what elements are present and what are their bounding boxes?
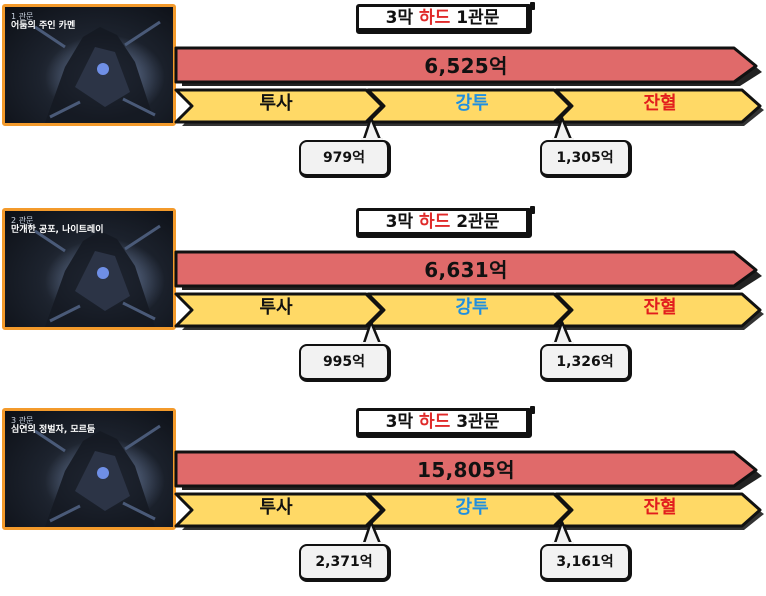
gate-title: 3막 하드 1관문 — [356, 4, 532, 34]
stage-bar — [174, 292, 764, 330]
boss-thumbnail: 3 관문 심연의 정벌자, 모르둠 — [2, 408, 176, 530]
total-hp-value: 6,631억 — [424, 258, 508, 282]
stage-label-2: 강투 — [455, 93, 489, 114]
stage-bar — [174, 88, 764, 126]
threshold-callout-1: 979억 — [299, 140, 391, 178]
thumbnail-gate-number: 1 관문 — [11, 12, 34, 21]
raid-gate-section: 3 관문 심연의 정벌자, 모르둠 3막 하드 3관문 15,805억 투사 강… — [0, 406, 766, 596]
boss-artwork-icon — [34, 20, 165, 123]
raid-gate-section: 2 관문 만개한 공포, 나이트레이 3막 하드 2관문 6,631억 투사 강… — [0, 206, 766, 396]
thumbnail-gate-number: 2 관문 — [11, 216, 34, 225]
stage-segment-1 — [174, 88, 384, 124]
title-difficulty: 하드 — [419, 412, 451, 432]
thumbnail-gate-number: 3 관문 — [11, 416, 34, 425]
stage-label-2: 강투 — [455, 497, 489, 518]
stage-label-1: 투사 — [259, 497, 293, 518]
gate-title: 3막 하드 2관문 — [356, 208, 532, 238]
total-hp-bar — [174, 46, 762, 86]
thumbnail-boss-name: 어둠의 주인 카멘 — [11, 21, 76, 31]
thumbnail-boss-name: 심연의 정벌자, 모르둠 — [11, 425, 96, 435]
stage-segment-3 — [554, 292, 762, 328]
threshold-callout-1: 995억 — [299, 344, 391, 382]
title-tab-decoration — [530, 206, 535, 214]
stage-bar — [174, 492, 764, 530]
title-gate: 2관문 — [450, 212, 500, 232]
boss-thumbnail: 2 관문 만개한 공포, 나이트레이 — [2, 208, 176, 330]
stage-label-3: 잔혈 — [643, 93, 677, 114]
stage-label-3: 잔혈 — [643, 297, 677, 318]
threshold-callout-2: 1,326억 — [540, 344, 632, 382]
stage-segment-2 — [366, 292, 572, 328]
title-gate: 3관문 — [450, 412, 500, 432]
threshold-callout-2: 1,305억 — [540, 140, 632, 178]
total-hp-value: 6,525억 — [424, 54, 508, 78]
thumbnail-boss-name: 만개한 공포, 나이트레이 — [11, 225, 104, 235]
gate-title: 3막 하드 3관문 — [356, 408, 532, 438]
title-tab-decoration — [530, 2, 535, 10]
threshold-callout-1: 2,371억 — [299, 544, 391, 582]
raid-gate-section: 1 관문 어둠의 주인 카멘 3막 하드 1관문 6,525억 투사 강투 잔혈… — [0, 2, 766, 192]
boss-artwork-icon — [34, 224, 165, 327]
boss-artwork-icon — [34, 424, 165, 527]
stage-label-2: 강투 — [455, 297, 489, 318]
title-gate: 1관문 — [450, 8, 500, 28]
boss-thumbnail: 1 관문 어둠의 주인 카멘 — [2, 4, 176, 126]
title-act: 3막 — [385, 8, 420, 28]
stage-segment-1 — [174, 292, 384, 328]
stage-label-1: 투사 — [259, 297, 293, 318]
total-hp-bar — [174, 250, 762, 290]
stage-label-3: 잔혈 — [643, 497, 677, 518]
title-act: 3막 — [385, 212, 420, 232]
title-difficulty: 하드 — [419, 212, 451, 232]
threshold-callout-2: 3,161억 — [540, 544, 632, 582]
title-act: 3막 — [385, 412, 420, 432]
stage-segment-3 — [554, 492, 762, 528]
title-difficulty: 하드 — [419, 8, 451, 28]
total-hp-bar — [174, 450, 762, 490]
stage-segment-2 — [366, 88, 572, 124]
total-hp-value: 15,805억 — [417, 458, 515, 482]
title-tab-decoration — [530, 406, 535, 414]
stage-segment-2 — [366, 492, 572, 528]
stage-label-1: 투사 — [259, 93, 293, 114]
stage-segment-1 — [174, 492, 384, 528]
stage-segment-3 — [554, 88, 762, 124]
